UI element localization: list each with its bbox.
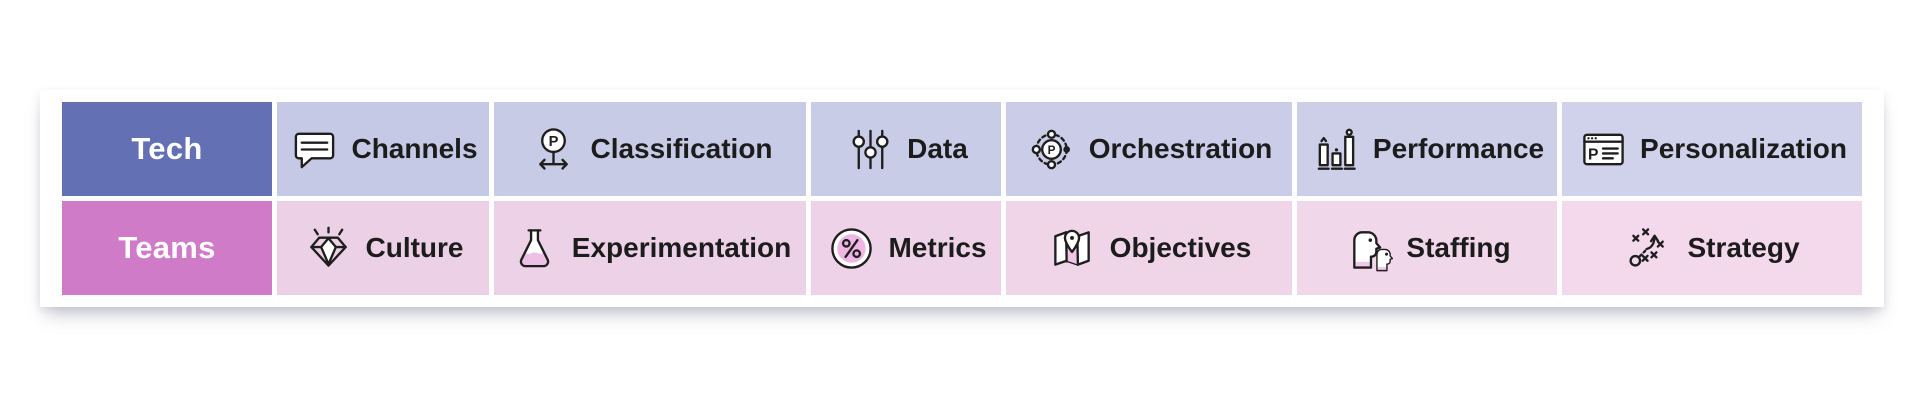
cell-label: Culture bbox=[365, 232, 464, 263]
cell-performance: Performance bbox=[1297, 102, 1557, 196]
row-header-teams-label: Teams bbox=[118, 230, 216, 265]
cell-data: Data bbox=[811, 102, 1001, 196]
cell-label: Strategy bbox=[1687, 232, 1800, 263]
cell-experimentation: Experimentation bbox=[494, 201, 806, 295]
sliders-icon bbox=[844, 123, 896, 175]
cell-strategy: Strategy bbox=[1562, 201, 1862, 295]
cell-label: Data bbox=[907, 133, 968, 164]
cell-label: Performance bbox=[1372, 133, 1545, 164]
speech-bubble-icon bbox=[288, 123, 340, 175]
capabilities-table: Tech Channels P bbox=[62, 102, 1862, 295]
svg-text:P: P bbox=[1048, 143, 1056, 156]
cell-personalization: P Personalization bbox=[1562, 102, 1862, 196]
cell-label: Staffing bbox=[1406, 232, 1511, 263]
signpost-p-icon: P bbox=[527, 123, 579, 175]
cell-staffing: Staffing bbox=[1297, 201, 1557, 295]
cell-label: Objectives bbox=[1109, 232, 1252, 263]
row-header-tech: Tech bbox=[62, 102, 272, 196]
cell-label: Metrics bbox=[888, 232, 987, 263]
tactics-play-icon bbox=[1624, 222, 1676, 274]
flask-icon bbox=[509, 222, 561, 274]
row-header-teams: Teams bbox=[62, 201, 272, 295]
browser-p-icon: P bbox=[1577, 123, 1629, 175]
capabilities-table-card: Tech Channels P bbox=[40, 90, 1884, 307]
svg-text:P: P bbox=[1588, 146, 1598, 163]
cell-classification: P Classification bbox=[494, 102, 806, 196]
svg-text:P: P bbox=[549, 134, 559, 150]
map-pin-icon bbox=[1047, 222, 1099, 274]
cell-channels: Channels bbox=[277, 102, 489, 196]
cell-label: Classification bbox=[590, 133, 773, 164]
percent-circle-icon bbox=[825, 222, 877, 274]
cell-label: Orchestration bbox=[1088, 133, 1273, 164]
people-profiles-icon bbox=[1343, 222, 1395, 274]
cell-label: Channels bbox=[351, 133, 478, 164]
cell-label: Experimentation bbox=[571, 232, 792, 263]
row-header-tech-label: Tech bbox=[131, 131, 203, 166]
cell-metrics: Metrics bbox=[811, 201, 1001, 295]
cell-objectives: Objectives bbox=[1006, 201, 1292, 295]
bar-chart-icon bbox=[1310, 123, 1362, 175]
orbit-p-icon: P bbox=[1026, 123, 1078, 175]
cell-culture: Culture bbox=[277, 201, 489, 295]
cell-orchestration: P Orchestration bbox=[1006, 102, 1292, 196]
cell-label: Personalization bbox=[1640, 133, 1847, 164]
gem-icon bbox=[303, 222, 355, 274]
